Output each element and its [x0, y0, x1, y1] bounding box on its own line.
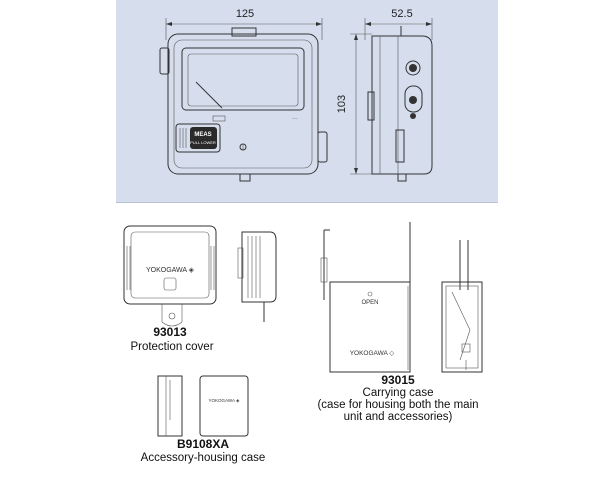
accessory-case-brand: YOKOGAWA ◈	[209, 398, 240, 403]
accessory-case-caption: Accessory-housing case	[141, 452, 266, 464]
protection-cover-caption: Protection cover	[130, 341, 213, 353]
protection-cover-brand: YOKOGAWA ◈	[146, 267, 195, 274]
main-unit-front-view: 125 ··· MEAS PULL LOWER	[159, 8, 328, 182]
carrying-case-brand: YOKOGAWA ◇	[350, 350, 396, 357]
accessory-case-side	[157, 375, 183, 437]
meas-label: MEAS	[194, 132, 211, 138]
dim-depth-label: 52.5	[391, 8, 412, 20]
carrying-case-caption-2: (case for housing both the main	[317, 399, 478, 411]
meas-button: MEAS PULL LOWER	[175, 123, 221, 153]
carrying-case-code: 93015	[381, 373, 415, 387]
accessory-case-code: B9108XA	[177, 437, 229, 451]
carrying-case-caption-3: unit and accessories)	[344, 411, 453, 423]
svg-text:···: ···	[292, 116, 298, 122]
accessory-case-front: YOKOGAWA ◈	[199, 375, 249, 437]
carrying-case-caption-1: Carrying case	[363, 387, 434, 399]
protection-cover-code: 93013	[153, 325, 187, 339]
meas-sub-label: PULL LOWER	[190, 140, 216, 145]
carrying-case-side	[441, 240, 483, 373]
protection-cover-side	[237, 231, 277, 322]
dim-height-label: 103	[336, 95, 348, 113]
carrying-case-front: OPEN YOKOGAWA ◇	[320, 222, 411, 373]
carrying-case-open-label: OPEN	[361, 300, 378, 306]
main-unit-side-view: 52.5 103	[336, 8, 433, 182]
dim-width-label: 125	[236, 8, 254, 20]
protection-cover-front: YOKOGAWA ◈	[123, 225, 217, 327]
